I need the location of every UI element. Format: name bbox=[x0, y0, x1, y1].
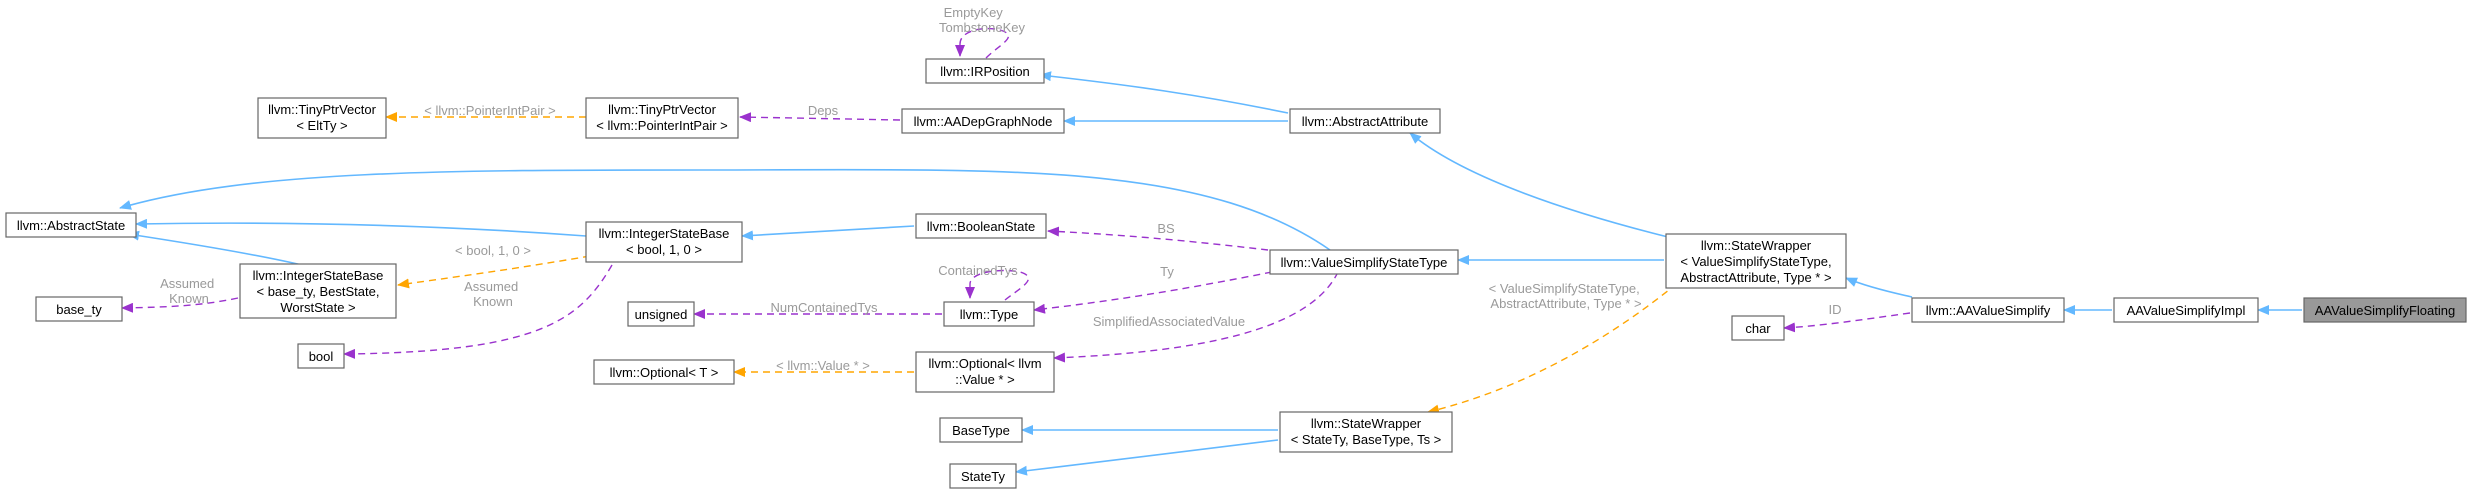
edge-abstractattr-irposition bbox=[1039, 71, 1289, 114]
node-valuesimplifystatetype[interactable]: llvm::ValueSimplifyStateType bbox=[1269, 249, 1459, 275]
edge-intstatebase-basety bbox=[121, 297, 239, 313]
node-aavaluesimplifyfloating[interactable]: AAValueSimplifyFloating bbox=[2303, 297, 2467, 323]
svg-text:bool: bool bbox=[309, 349, 334, 364]
edge-label: EmptyKey TombstoneKey bbox=[939, 5, 1025, 35]
node-type[interactable]: llvm::Type bbox=[943, 301, 1035, 327]
edge-label: Assumed Known bbox=[160, 276, 218, 306]
node-aavaluesimplify[interactable]: llvm::AAValueSimplify bbox=[1911, 297, 2065, 323]
edge-type-self bbox=[965, 269, 1029, 301]
svg-text:llvm::AAValueSimplify: llvm::AAValueSimplify bbox=[1926, 303, 2051, 318]
node-statewrapper-valuesimplify[interactable]: llvm::StateWrapper< ValueSimplifyStateTy… bbox=[1665, 233, 1847, 289]
edge-aadep-deps bbox=[739, 112, 901, 123]
svg-text:llvm::BooleanState: llvm::BooleanState bbox=[927, 219, 1035, 234]
svg-text:llvm::StateWrapper< StateTy, B: llvm::StateWrapper< StateTy, BaseType, T… bbox=[1291, 416, 1442, 447]
svg-text:llvm::AbstractAttribute: llvm::AbstractAttribute bbox=[1302, 114, 1428, 129]
edge-intstatebase-t-abstractstate bbox=[127, 230, 307, 267]
svg-text:llvm::TinyPtrVector< EltTy >: llvm::TinyPtrVector< EltTy > bbox=[268, 102, 377, 133]
node-booleanstate[interactable]: llvm::BooleanState bbox=[915, 213, 1047, 239]
node-statety[interactable]: StateTy bbox=[949, 463, 1017, 489]
node-integerstatebase-template[interactable]: llvm::IntegerStateBase< base_ty, BestSta… bbox=[239, 263, 397, 319]
edge-label: Ty bbox=[1160, 264, 1174, 279]
edge-label: SimplifiedAssociatedValue bbox=[1093, 314, 1245, 329]
svg-text:unsigned: unsigned bbox=[635, 307, 688, 322]
svg-text:llvm::AADepGraphNode: llvm::AADepGraphNode bbox=[914, 114, 1053, 129]
node-optional-value[interactable]: llvm::Optional< llvm::Value * > bbox=[915, 351, 1055, 393]
node-unsigned[interactable]: unsigned bbox=[627, 301, 695, 327]
edge-label: < llvm::Value * > bbox=[776, 358, 870, 373]
edges bbox=[119, 27, 2302, 476]
edge-intstatebase-abstractstate bbox=[135, 218, 587, 237]
edge-irposition-self bbox=[955, 27, 1009, 59]
edge-booleanstate-intstatebase bbox=[741, 225, 915, 241]
svg-text:base_ty: base_ty bbox=[56, 302, 102, 317]
node-abstractstate[interactable]: llvm::AbstractState bbox=[5, 212, 137, 238]
edge-label: ContainedTys bbox=[938, 263, 1018, 278]
svg-text:llvm::Optional< llvm::Value *: llvm::Optional< llvm::Value * > bbox=[928, 356, 1041, 387]
svg-text:StateTy: StateTy bbox=[961, 469, 1006, 484]
edge-vsst-abstractstate bbox=[119, 168, 1331, 251]
node-tinyptrvector-pointerintpair[interactable]: llvm::TinyPtrVector< llvm::PointerIntPai… bbox=[585, 97, 739, 139]
edge-intstatebase-bool bbox=[343, 264, 613, 359]
node-base-ty[interactable]: base_ty bbox=[35, 296, 123, 322]
edge-vsst-type bbox=[1033, 271, 1273, 314]
node-statewrapper-template[interactable]: llvm::StateWrapper< StateTy, BaseType, T… bbox=[1279, 411, 1453, 453]
svg-text:llvm::IRPosition: llvm::IRPosition bbox=[940, 64, 1030, 79]
node-aadepgraphnode[interactable]: llvm::AADepGraphNode bbox=[901, 108, 1065, 134]
svg-text:AAValueSimplifyFloating: AAValueSimplifyFloating bbox=[2315, 303, 2455, 318]
svg-text:llvm::IntegerStateBase< base_t: llvm::IntegerStateBase< base_ty, BestSta… bbox=[253, 268, 384, 315]
node-abstractattribute[interactable]: llvm::AbstractAttribute bbox=[1289, 108, 1441, 134]
edge-vsst-optionalval bbox=[1053, 271, 1339, 363]
svg-text:char: char bbox=[1745, 321, 1771, 336]
node-irposition[interactable]: llvm::IRPosition bbox=[925, 58, 1045, 84]
node-bool[interactable]: bool bbox=[297, 343, 345, 369]
node-integerstatebase-bool[interactable]: llvm::IntegerStateBase< bool, 1, 0 > bbox=[585, 221, 743, 263]
edge-aavs-statewrapper bbox=[1845, 277, 1913, 298]
edge-label: Deps bbox=[808, 103, 839, 118]
edge-intstatebase-template bbox=[397, 255, 591, 289]
edge-label: NumContainedTys bbox=[771, 300, 878, 315]
node-tinyptrvector-eltty[interactable]: llvm::TinyPtrVector< EltTy > bbox=[257, 97, 387, 139]
svg-text:AAValueSimplifyImpl: AAValueSimplifyImpl bbox=[2127, 303, 2246, 318]
svg-text:llvm::Optional< T >: llvm::Optional< T > bbox=[610, 365, 719, 380]
node-aavaluesimplifyimpl[interactable]: AAValueSimplifyImpl bbox=[2113, 297, 2259, 323]
node-char[interactable]: char bbox=[1731, 315, 1785, 341]
svg-text:llvm::IntegerStateBase< bool,: llvm::IntegerStateBase< bool, 1, 0 > bbox=[599, 226, 730, 257]
edge-label: < ValueSimplifyStateType, AbstractAttrib… bbox=[1489, 281, 1644, 311]
node-basetype[interactable]: BaseType bbox=[939, 417, 1023, 443]
svg-text:llvm::ValueSimplifyStateType: llvm::ValueSimplifyStateType bbox=[1281, 255, 1448, 270]
svg-text:llvm::AbstractState: llvm::AbstractState bbox=[17, 218, 125, 233]
svg-text:llvm::Type: llvm::Type bbox=[960, 307, 1019, 322]
edge-vsst-booleanstate bbox=[1047, 226, 1269, 251]
edge-label: < llvm::PointerIntPair > bbox=[424, 103, 556, 118]
edge-aavs-char bbox=[1783, 312, 1911, 333]
edge-statewrapper-abstractattr bbox=[1409, 132, 1669, 238]
edge-label: Assumed Known bbox=[464, 279, 522, 309]
edge-labels: EmptyKey TombstoneKey < llvm::PointerInt… bbox=[160, 5, 1841, 373]
nodes: llvm::IRPosition llvm::TinyPtrVector< El… bbox=[5, 58, 2467, 489]
edge-label: ID bbox=[1829, 302, 1842, 317]
svg-text:BaseType: BaseType bbox=[952, 423, 1010, 438]
svg-text:llvm::TinyPtrVector< llvm::Poi: llvm::TinyPtrVector< llvm::PointerIntPai… bbox=[596, 102, 728, 133]
svg-text:llvm::StateWrapper< ValueSimpl: llvm::StateWrapper< ValueSimplifyStateTy… bbox=[1680, 238, 1831, 285]
edge-label: < bool, 1, 0 > bbox=[455, 243, 531, 258]
edge-statewrapper-statety bbox=[1015, 439, 1279, 476]
node-optional-t[interactable]: llvm::Optional< T > bbox=[593, 359, 735, 385]
edge-statewrapper-template bbox=[1427, 275, 1687, 415]
edge-label: BS bbox=[1157, 221, 1175, 236]
